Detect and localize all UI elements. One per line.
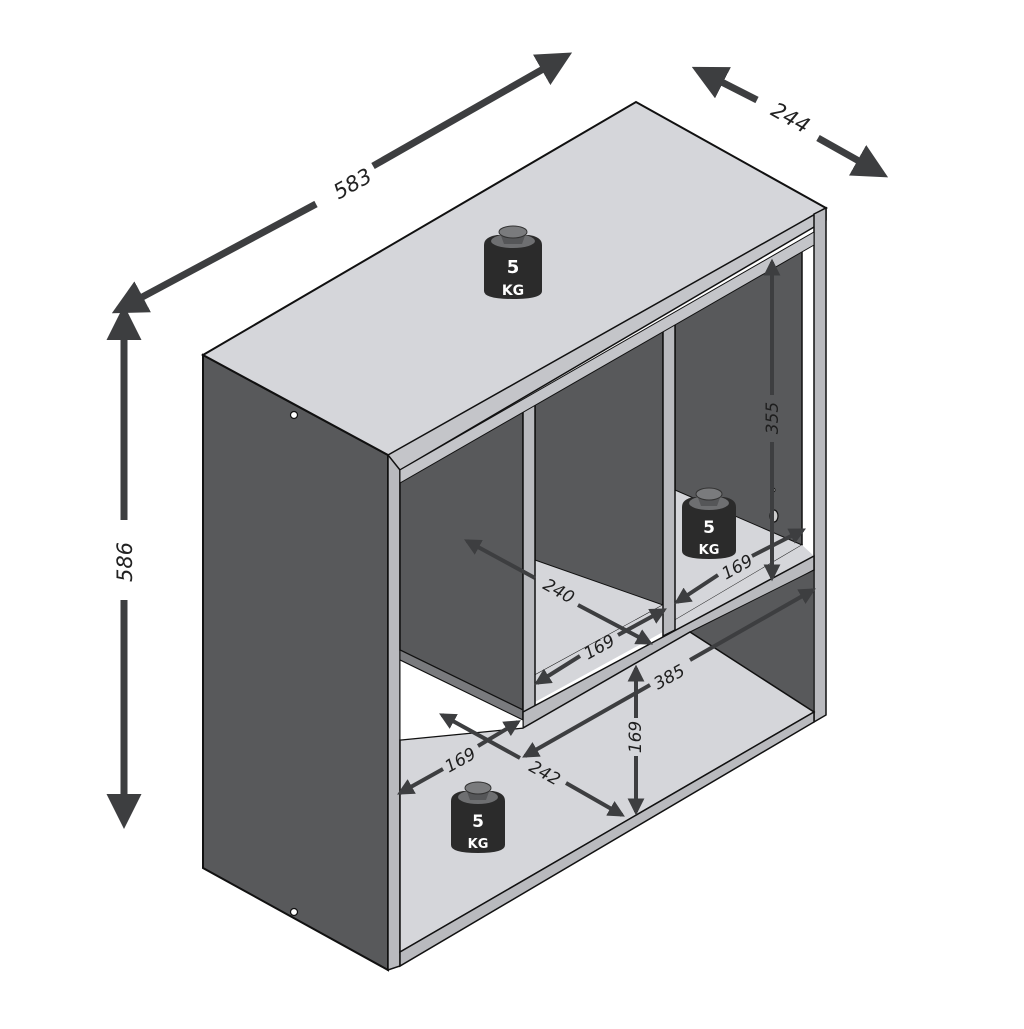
- weight-upper-right-unit: KG: [699, 543, 720, 558]
- upper-right-height-label: 355: [763, 402, 783, 434]
- weight-icon-upper-right: 5 KG: [682, 487, 736, 559]
- weight-top-value: 5: [507, 257, 520, 278]
- screw-hole-top: [289, 410, 299, 420]
- height-label: 586: [113, 542, 137, 582]
- dimension-height: 586: [106, 305, 142, 829]
- weight-lower-value: 5: [472, 812, 484, 832]
- weight-icon-lower: 5 KG: [451, 781, 505, 853]
- left-side-panel: [202, 353, 389, 972]
- lower-open-back: [399, 659, 524, 741]
- left-panel-front-edge: [387, 453, 401, 972]
- inner-ceiling-strip: [399, 231, 815, 484]
- dim-lower-height: 169: [626, 664, 646, 816]
- width-label: 583: [329, 164, 376, 204]
- lower-height-label: 169: [626, 721, 646, 753]
- screw-hole-bottom: [289, 907, 299, 917]
- dim-upper-right-height: 355: [763, 258, 783, 582]
- right-panel-front-edge: [813, 206, 827, 724]
- divider-left: [522, 393, 536, 720]
- weight-lower-unit: KG: [468, 837, 489, 852]
- bottom-panel-edge: [399, 710, 815, 968]
- weight-upper-right-value: 5: [703, 518, 715, 538]
- depth-label: 244: [767, 98, 814, 138]
- divider-right: [662, 316, 676, 638]
- weight-icon-top: 5 KG: [484, 225, 542, 299]
- weight-top-unit: KG: [502, 283, 524, 299]
